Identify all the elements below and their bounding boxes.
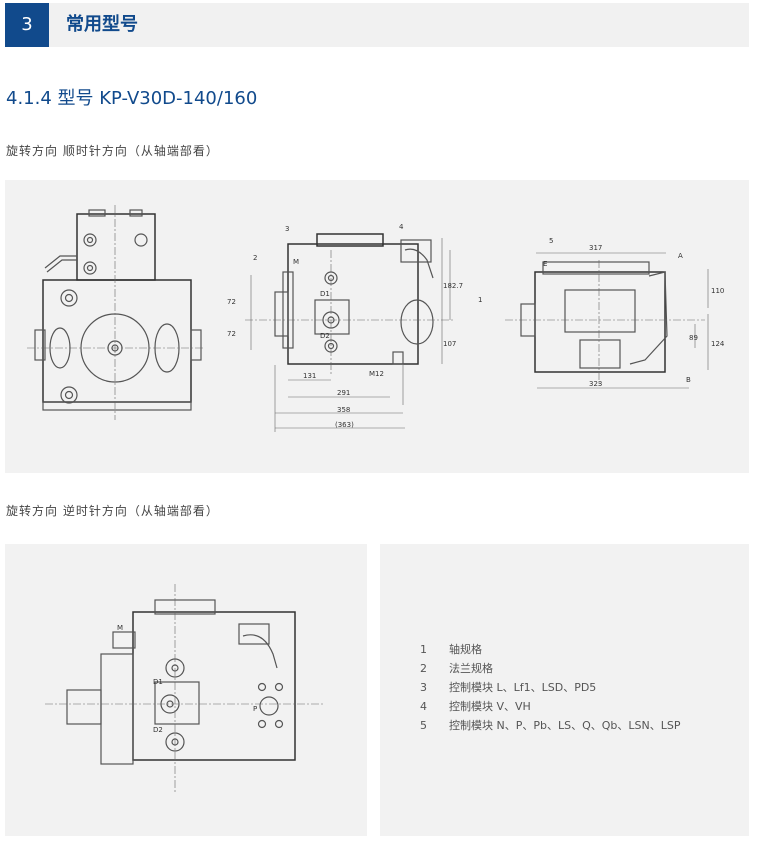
legend-item: 2 法兰规格 (420, 659, 680, 678)
model-title: 4.1.4 型号 KP-V30D-140/160 (6, 88, 258, 109)
port-d2-ccw: D2 (153, 726, 163, 734)
legend-list: 1 轴规格 2 法兰规格 3 控制模块 L、Lf1、LSD、PD5 4 控制模块 V、VH 5 控… (420, 640, 680, 735)
dim-107: 107 (443, 340, 456, 348)
dim-182-7: 182.7 (443, 282, 463, 290)
dim-131: 131 (303, 372, 316, 380)
legend-text: 法兰规格 (449, 662, 493, 675)
port-a: A (678, 252, 683, 260)
port-d1: D1 (320, 290, 330, 298)
callout-3: 3 (285, 225, 289, 233)
caption-clockwise: 旋转方向 顺时针方向（从轴端部看） (6, 144, 219, 158)
dim-72-lower: 72 (227, 330, 236, 338)
dim-72-upper: 72 (227, 298, 236, 306)
drawing-panel-counterclockwise: D1 D2 M P (5, 544, 367, 836)
legend-number: 4 (420, 700, 427, 713)
legend-number: 2 (420, 662, 427, 675)
section-number: 3 (5, 3, 49, 47)
legend-panel (380, 544, 749, 836)
drawing-labels: 3 4 2 1 5 D1 D2 M M12 A B E 72 72 182.7 … (227, 223, 725, 429)
legend-number: 3 (420, 681, 427, 694)
port-b: B (686, 376, 691, 384)
callout-5: 5 (549, 237, 553, 245)
top-view (505, 252, 709, 389)
section-title: 常用型号 (66, 14, 138, 35)
dim-363: (363) (335, 421, 354, 429)
dim-317: 317 (589, 244, 602, 252)
pump-drawing-counterclockwise: D1 D2 M P (45, 584, 325, 794)
port-m-ccw: M (117, 624, 123, 632)
dim-291: 291 (337, 389, 350, 397)
legend-number: 5 (420, 719, 427, 732)
port-m: M (293, 258, 299, 266)
dim-358: 358 (337, 406, 350, 414)
legend-text: 控制模块 V、VH (449, 700, 531, 713)
port-e: E (543, 260, 547, 268)
legend-item: 5 控制模块 N、P、Pb、LS、Q、Qb、LSN、LSP (420, 716, 680, 735)
side-view (245, 233, 455, 432)
legend-text: 轴规格 (449, 643, 482, 656)
dim-323: 323 (589, 380, 602, 388)
legend-number: 1 (420, 643, 427, 656)
legend-text: 控制模块 L、Lf1、LSD、PD5 (449, 681, 597, 694)
pump-drawing-clockwise: 3 4 2 1 5 D1 D2 M M12 A B E 72 72 182.7 … (27, 205, 725, 432)
dim-124: 124 (711, 340, 725, 348)
callout-2: 2 (253, 254, 257, 262)
port-m12: M12 (369, 370, 384, 378)
callout-1: 1 (478, 296, 482, 304)
caption-counterclockwise: 旋转方向 逆时针方向（从轴端部看） (6, 504, 219, 518)
callout-4: 4 (399, 223, 404, 231)
section-header-bar (5, 3, 749, 47)
drawing-panel-clockwise: 3 4 2 1 5 D1 D2 M M12 A B E 72 72 182.7 … (5, 180, 749, 473)
port-d2: D2 (320, 332, 330, 340)
end-view (27, 205, 205, 420)
port-d1-ccw: D1 (153, 678, 163, 686)
legend-item: 1 轴规格 (420, 640, 680, 659)
legend-text: 控制模块 N、P、Pb、LS、Q、Qb、LSN、LSP (449, 719, 681, 732)
dim-89: 89 (689, 334, 698, 342)
legend-item: 4 控制模块 V、VH (420, 697, 680, 716)
port-p-ccw: P (253, 705, 257, 713)
dim-110: 110 (711, 287, 724, 295)
legend-item: 3 控制模块 L、Lf1、LSD、PD5 (420, 678, 680, 697)
